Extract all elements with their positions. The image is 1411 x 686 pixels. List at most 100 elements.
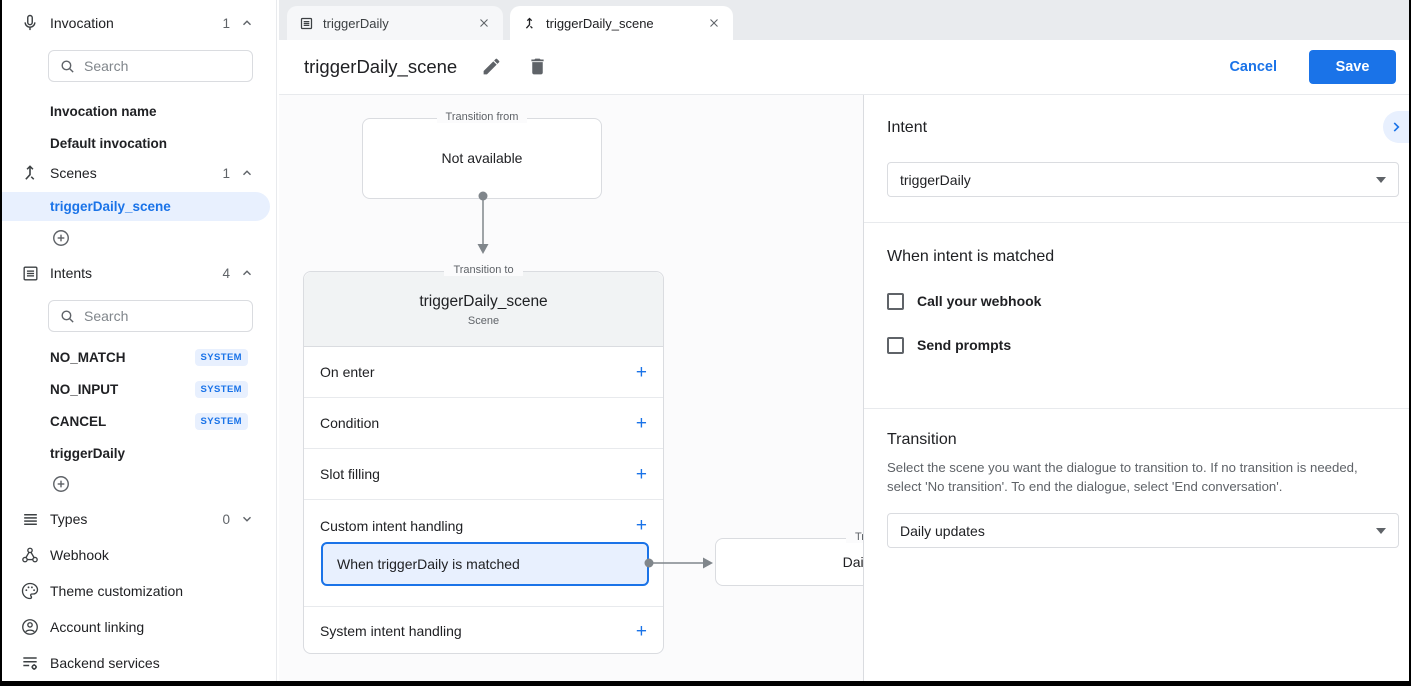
sidebar-section-intents[interactable]: Intents 4 xyxy=(2,258,276,288)
chevron-right-icon xyxy=(1393,122,1400,132)
intent-heading: Intent xyxy=(887,119,928,136)
collapse-panel-button[interactable] xyxy=(1383,111,1409,143)
add-slot-filling-icon[interactable]: + xyxy=(635,463,647,485)
types-lines-icon xyxy=(19,508,41,530)
scene-card: Transition to triggerDaily_scene Scene O… xyxy=(303,264,664,654)
scene-row-condition[interactable]: Condition + xyxy=(304,398,663,449)
sidebar-item-backend-services[interactable]: Backend services xyxy=(2,648,276,678)
search-input[interactable] xyxy=(84,308,224,324)
sidebar-item-account-linking[interactable]: Account linking xyxy=(2,612,276,642)
transition-from-box: Transition from Not available xyxy=(362,111,602,199)
sidebar-item-no-match[interactable]: NO_MATCH SYSTEM xyxy=(2,342,276,372)
transition-target-legend: Transition to xyxy=(716,531,863,543)
intent-detail-panel: Intent triggerDaily When intent is match… xyxy=(863,95,1409,681)
checkbox-unchecked[interactable] xyxy=(887,336,904,354)
sidebar-item-triggerdaily-scene[interactable]: triggerDaily_scene xyxy=(2,192,270,221)
section-label: Intents xyxy=(50,265,93,281)
add-custom-intent-icon[interactable]: + xyxy=(635,515,647,536)
call-webhook-checkbox-row[interactable]: Call your webhook xyxy=(887,290,1041,312)
section-label: Types xyxy=(50,511,88,527)
send-prompts-checkbox-row[interactable]: Send prompts xyxy=(887,334,1011,356)
scene-row-on-enter[interactable]: On enter + xyxy=(304,347,663,398)
transition-select[interactable]: Daily updates xyxy=(887,513,1399,548)
sidebar: Invocation 1 Invocation name Default inv… xyxy=(2,0,277,681)
webhook-icon xyxy=(19,544,41,566)
sidebar-item-cancel-intent[interactable]: CANCEL SYSTEM xyxy=(2,406,276,436)
scene-row-system-intent-handling[interactable]: System intent handling + xyxy=(320,620,647,642)
divider xyxy=(864,222,1409,223)
chevron-up-icon[interactable] xyxy=(240,266,254,280)
scene-card-header: triggerDaily_scene Scene xyxy=(304,272,663,347)
cancel-button[interactable]: Cancel xyxy=(1229,59,1277,75)
add-system-intent-icon[interactable]: + xyxy=(635,620,647,642)
tab-triggerdaily[interactable]: triggerDaily xyxy=(287,6,503,40)
intent-list-icon xyxy=(19,262,41,284)
search-icon xyxy=(59,308,76,325)
page-title: triggerDaily_scene xyxy=(304,56,458,77)
sidebar-item-theme-customization[interactable]: Theme customization xyxy=(2,576,276,606)
when-matched-heading: When intent is matched xyxy=(887,248,1055,265)
section-label: Invocation xyxy=(50,15,114,31)
invocation-search[interactable] xyxy=(48,50,253,82)
intents-search[interactable] xyxy=(48,300,253,332)
sidebar-item-webhook[interactable]: Webhook xyxy=(2,540,276,570)
edit-pencil-icon[interactable] xyxy=(481,56,503,78)
system-badge: SYSTEM xyxy=(194,348,248,366)
divider xyxy=(864,408,1409,409)
backend-services-icon xyxy=(19,652,41,674)
sidebar-section-scenes[interactable]: Scenes 1 xyxy=(2,158,276,188)
sidebar-item-triggerdaily-intent[interactable]: triggerDaily xyxy=(50,445,126,461)
scene-row-slot-filling[interactable]: Slot filling + xyxy=(304,449,663,500)
save-button[interactable]: Save xyxy=(1309,50,1396,84)
dropdown-caret-icon xyxy=(1376,176,1386,183)
intent-list-icon xyxy=(299,16,314,31)
scene-card-subtitle: Scene xyxy=(467,315,500,327)
section-count: 1 xyxy=(222,15,230,31)
account-circle-icon xyxy=(19,616,41,638)
section-count: 0 xyxy=(222,511,230,527)
sidebar-item-invocation-name[interactable]: Invocation name xyxy=(50,103,157,119)
main-area: triggerDaily triggerDaily_scene triggerD… xyxy=(279,0,1409,681)
transition-target-text: Daily updates xyxy=(842,554,863,570)
chevron-up-icon[interactable] xyxy=(240,166,254,180)
chevron-down-icon[interactable] xyxy=(240,512,254,526)
close-tab-icon[interactable] xyxy=(707,16,721,30)
section-count: 1 xyxy=(222,165,230,181)
transition-heading: Transition xyxy=(887,431,957,448)
system-badge: SYSTEM xyxy=(194,412,248,430)
sidebar-item-default-invocation[interactable]: Default invocation xyxy=(50,135,168,151)
sidebar-section-invocation[interactable]: Invocation 1 xyxy=(2,8,276,38)
add-condition-icon[interactable]: + xyxy=(635,412,647,434)
scene-merge-icon xyxy=(522,16,537,31)
close-tab-icon[interactable] xyxy=(477,16,491,30)
page-header: triggerDaily_scene Cancel Save xyxy=(279,40,1409,95)
delete-trash-icon[interactable] xyxy=(527,56,549,78)
intent-select[interactable]: triggerDaily xyxy=(887,162,1399,197)
tab-triggerdaily-scene[interactable]: triggerDaily_scene xyxy=(510,6,733,40)
transition-from-legend: Transition from xyxy=(363,111,601,123)
scene-diagram-canvas: Transition from Not available Transition… xyxy=(279,95,863,681)
add-on-enter-icon[interactable]: + xyxy=(635,361,647,383)
system-badge: SYSTEM xyxy=(194,380,248,398)
transition-from-text: Not available xyxy=(441,150,523,166)
sidebar-section-types[interactable]: Types 0 xyxy=(2,504,276,534)
search-icon xyxy=(59,58,76,75)
scene-row-custom-intent-handling[interactable]: Custom intent handling + When triggerDai… xyxy=(304,500,663,607)
palette-icon xyxy=(19,580,41,602)
scene-merge-icon xyxy=(19,162,41,184)
transition-description: Select the scene you want the dialogue t… xyxy=(887,460,1358,494)
tab-strip: triggerDaily triggerDaily_scene xyxy=(279,0,1409,40)
section-label: Scenes xyxy=(50,165,97,181)
chevron-up-icon[interactable] xyxy=(240,16,254,30)
sidebar-item-no-input[interactable]: NO_INPUT SYSTEM xyxy=(2,374,276,404)
checkbox-unchecked[interactable] xyxy=(887,292,904,310)
window-bottom-edge xyxy=(2,681,1409,686)
transition-target-box[interactable]: Transition to Daily updates xyxy=(715,531,863,586)
add-intent-button[interactable] xyxy=(51,474,71,494)
add-scene-button[interactable] xyxy=(51,228,71,248)
microphone-icon xyxy=(19,12,41,34)
search-input[interactable] xyxy=(84,58,224,74)
intent-handler-card[interactable]: When triggerDaily is matched xyxy=(321,542,649,586)
dropdown-caret-icon xyxy=(1376,527,1386,534)
